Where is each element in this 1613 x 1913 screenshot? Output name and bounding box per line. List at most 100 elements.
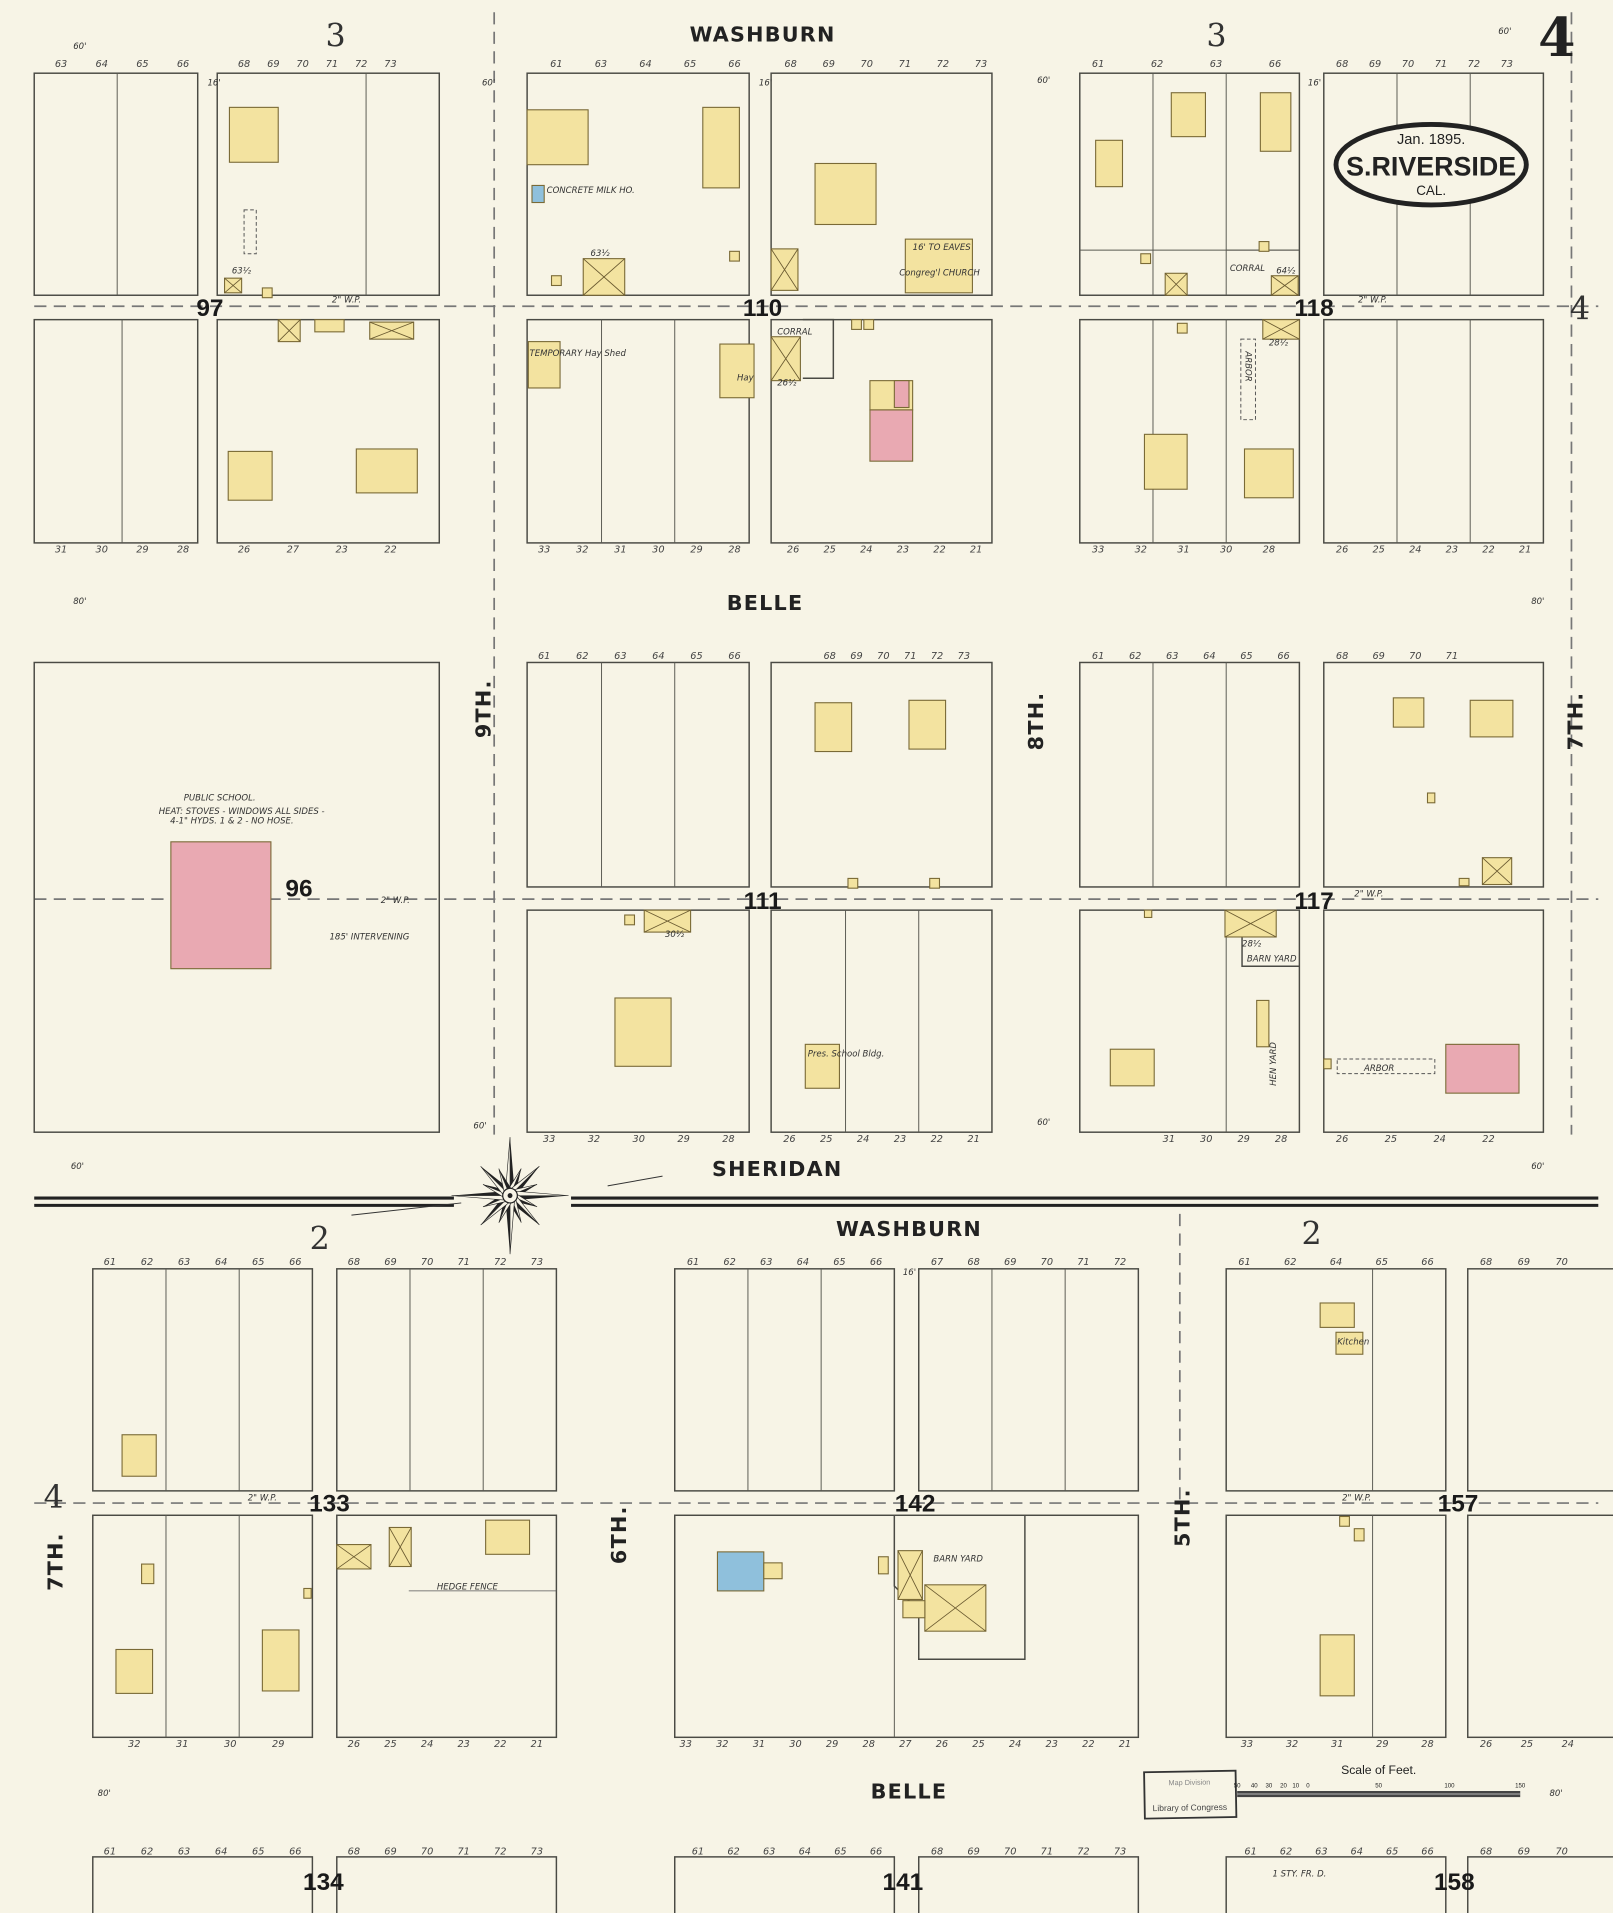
street-9th: 9TH. [472, 679, 496, 738]
brick-building [1445, 1043, 1520, 1094]
lot-number: 32 [588, 1134, 600, 1145]
height-label: 26½ [777, 379, 797, 389]
lot-number: 70 [296, 59, 308, 70]
city-block [216, 72, 441, 296]
lot-number: 30 [96, 545, 108, 556]
street-washburn-north: WASHBURN [690, 22, 836, 46]
city-block [1323, 661, 1545, 888]
compass-point [451, 1195, 511, 1201]
dimension-label: 80' [1549, 1789, 1562, 1799]
lot-number: 64 [652, 651, 664, 662]
lot-number: 65 [690, 651, 702, 662]
dwelling-note: 1 STY. FR. D. [1273, 1869, 1327, 1879]
frame-building [814, 702, 853, 753]
school-label: PUBLIC SCHOOL. [184, 793, 256, 803]
lot-number: 65 [834, 1846, 846, 1857]
scale-tick-label: 20 [1280, 1782, 1287, 1789]
lot-number: 25 [823, 545, 835, 556]
frame-building [121, 1434, 157, 1477]
lot-number: 29 [272, 1739, 284, 1750]
lot-number: 69 [1369, 59, 1381, 70]
frame-building [1469, 699, 1514, 738]
lot-number: 30 [789, 1739, 801, 1750]
lot-number: 73 [1501, 59, 1513, 70]
lot-number: 73 [384, 59, 396, 70]
lot-number: 28 [1275, 1134, 1287, 1145]
dimension-label: 60' [1037, 1118, 1050, 1128]
frame-building [1319, 1634, 1355, 1697]
lot-number: 68 [931, 1846, 943, 1857]
open-shed-marker [770, 248, 799, 291]
city-block [770, 661, 993, 888]
water-pipe-label: 2" W.P. [381, 896, 410, 906]
lot-number: 61 [104, 1257, 116, 1268]
adjoining-sheet-number: 2 [1301, 1216, 1321, 1252]
height-label: 64½ [1276, 266, 1296, 276]
frame-building [1392, 697, 1425, 728]
lot-number: 28 [177, 545, 189, 556]
lot-number: 69 [1372, 651, 1384, 662]
dimension-labels: 60'60'60'60'80'80'60'60'60'60'80'80'16'1… [71, 27, 1563, 1799]
lot-number: 28 [722, 1134, 734, 1145]
water-pipe-label: 2" W.P. [1358, 296, 1387, 306]
lot-number: 28 [1421, 1739, 1433, 1750]
barn-yard-fence [893, 1515, 1026, 1660]
frame-building [1109, 1048, 1155, 1087]
lot-number: 73 [531, 1257, 543, 1268]
city-block [1079, 909, 1301, 1133]
frame-building [763, 1562, 783, 1580]
lot-number: 65 [1376, 1257, 1388, 1268]
city-block [674, 1268, 896, 1492]
lot-number: 73 [1114, 1846, 1126, 1857]
city-block [526, 318, 750, 544]
lot-number: 25 [384, 1739, 396, 1750]
lot-number: 26 [348, 1739, 360, 1750]
brick-building [893, 380, 910, 409]
school-building-label: Pres. School Bldg. [808, 1050, 885, 1060]
lot-number: 71 [457, 1257, 469, 1268]
scale-tick-label: 100 [1444, 1782, 1455, 1789]
lot-number: 32 [1286, 1739, 1298, 1750]
frame-building [1353, 1528, 1365, 1542]
city-block [92, 1268, 314, 1492]
dimension-label: 60' [1037, 76, 1050, 86]
lot-number: 22 [931, 1134, 943, 1145]
frame-building [877, 1556, 889, 1575]
lot-number: 67 [931, 1257, 944, 1268]
frame-building [624, 914, 636, 926]
open-shed-marker [1262, 319, 1300, 340]
lot-number: 64 [96, 59, 108, 70]
frame-building [261, 1629, 300, 1692]
city-block [1467, 1514, 1613, 1739]
block-number: 157 [1438, 1491, 1479, 1518]
lot-number: 25 [1521, 1739, 1533, 1750]
lot-number: 71 [1446, 651, 1458, 662]
city-block [1467, 1268, 1613, 1492]
city-block [216, 318, 441, 544]
dimension-label: 60' [473, 1122, 486, 1132]
street-8th: 8TH. [1024, 692, 1048, 751]
lot-number: 31 [1163, 1134, 1175, 1145]
frame-building [863, 319, 875, 330]
lot-number: 21 [970, 545, 982, 556]
lot-number: 66 [1421, 1257, 1433, 1268]
lot-number: 63 [1166, 651, 1178, 662]
lot-number: 28 [863, 1739, 875, 1750]
frame-building [1143, 433, 1188, 490]
lot-number: 63 [595, 59, 607, 70]
frame-building [908, 699, 947, 750]
compass-point [509, 1190, 569, 1196]
height-label: 63½ [591, 249, 611, 259]
lot-number: 72 [1114, 1257, 1126, 1268]
lot-number: 23 [335, 545, 347, 556]
frame-building [355, 448, 418, 494]
lot-number: 21 [531, 1739, 543, 1750]
dimension-label: 16' [903, 1268, 916, 1278]
lot-number: 70 [861, 59, 873, 70]
street-7th-west: 7TH. [43, 1532, 67, 1591]
sheet-number: 4 [1538, 6, 1575, 69]
lot-number: 66 [728, 651, 740, 662]
city-blocks [33, 72, 1613, 1913]
corral-label: CORRAL [1230, 264, 1265, 274]
